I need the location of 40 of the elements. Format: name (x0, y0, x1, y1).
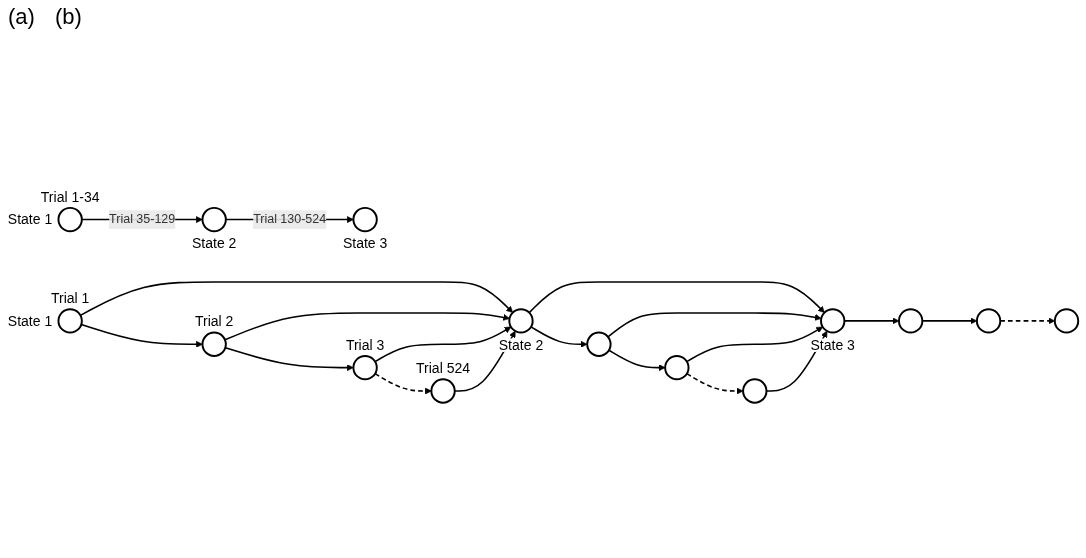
arrow (374, 372, 432, 395)
edge-label: Trial 35-129 (109, 212, 176, 226)
arrow (79, 281, 513, 317)
node-caption: Trial 2 (194, 313, 234, 330)
arrow (686, 372, 744, 395)
arrow (224, 346, 354, 372)
node-caption: State 2 (191, 235, 237, 252)
node-circle (57, 206, 83, 233)
node-circle (820, 308, 846, 334)
arrow (607, 312, 822, 338)
node-circle (201, 331, 227, 357)
node-circle (1053, 308, 1080, 334)
node-circle (742, 378, 768, 404)
node-circle (664, 354, 690, 381)
arrow (608, 349, 666, 372)
node-caption: Trial 524 (416, 360, 471, 377)
node-caption: Trial 1-34 (40, 188, 100, 205)
node-circle (508, 308, 534, 334)
edge-label: Trial 130-524 (253, 212, 327, 226)
node-caption: Trial 3 (345, 336, 385, 353)
node-circle (430, 378, 456, 404)
arrow (528, 281, 825, 314)
arrow (80, 323, 203, 348)
arrow (686, 326, 823, 363)
node-circle (57, 308, 83, 334)
node-caption: Trial 1 (50, 289, 90, 306)
panel-label: (a) (8, 4, 35, 30)
panel-label: (b) (54, 4, 82, 30)
node-caption: State 3 (342, 235, 388, 252)
arrow (374, 326, 512, 363)
node-circle (975, 308, 1002, 334)
arrow (530, 326, 588, 348)
node-circle (898, 308, 924, 334)
arrow (224, 312, 510, 341)
node-circle (201, 206, 227, 233)
node-circle (352, 354, 378, 381)
node-caption: State 1 (7, 312, 53, 329)
node-caption: State 1 (7, 211, 53, 228)
node-circle (586, 331, 612, 357)
node-circle (352, 206, 378, 233)
